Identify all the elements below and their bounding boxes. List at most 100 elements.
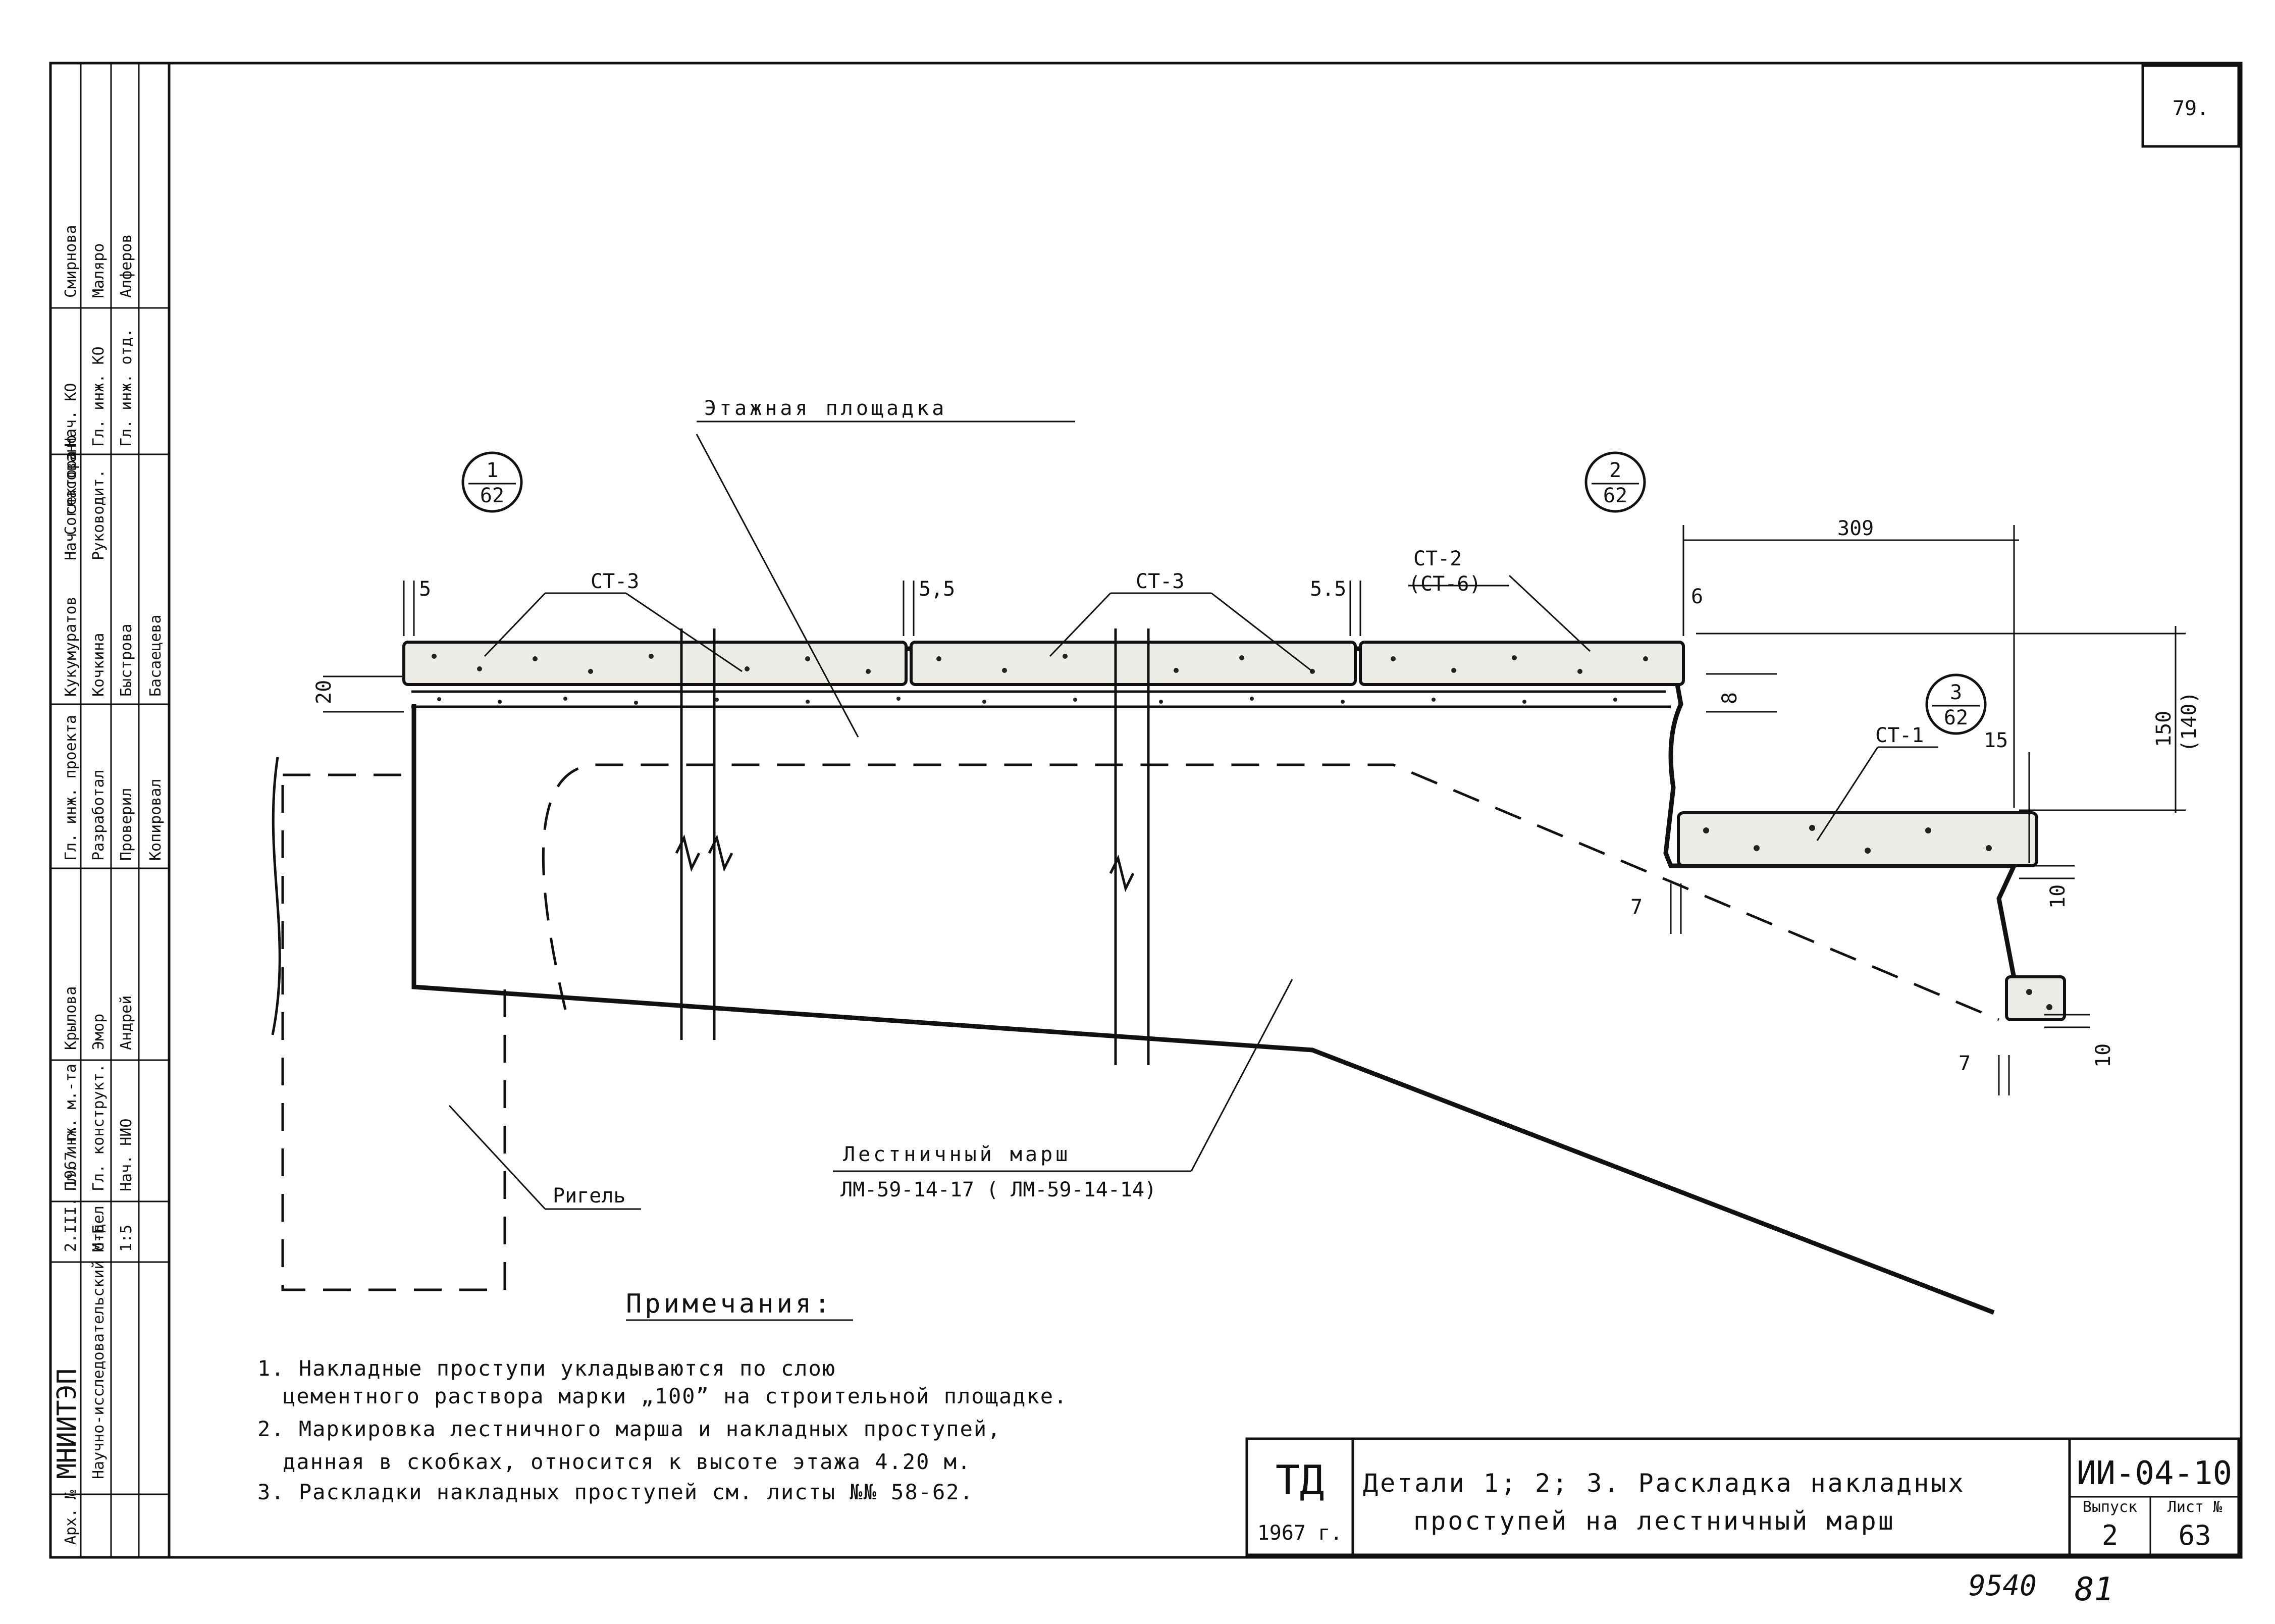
- sidebar-role: Гл. инж. м.-та: [62, 1064, 80, 1191]
- callout-1: 1 62: [461, 451, 523, 513]
- note-line: данная в скобках, относится к высоте эта…: [283, 1449, 971, 1474]
- sidebar-role: Согласовано: [62, 435, 80, 535]
- tread-lower: [2005, 975, 2066, 1021]
- dim-140: (140): [2178, 692, 2201, 752]
- note-line: 2. Маркировка лестничного марша и наклад…: [257, 1417, 1001, 1441]
- title-line-2: проступей на лестничный марш: [1413, 1506, 1895, 1536]
- tread-ct3-right: [910, 641, 1357, 686]
- title-block: ТД 1967 г. Детали 1; 2; 3. Раскладка нак…: [1245, 1437, 2240, 1556]
- sidebar-date: 2.III. 1967 г.: [62, 1124, 80, 1252]
- sheet-value: 63: [2178, 1520, 2211, 1551]
- dim-10b: 10: [2092, 1043, 2115, 1068]
- tread-label-ct1: СТ-1: [1875, 724, 1924, 747]
- callout-2-bottom: 62: [1603, 484, 1627, 507]
- dim-20: 20: [312, 680, 336, 704]
- title-line-1: Детали 1; 2; 3. Раскладка накладных: [1363, 1469, 1966, 1498]
- stair-section-drawing: 1 62 2 62 3 62 Этажная площадка Лестничн…: [271, 397, 2201, 1315]
- sidebar-name: Кочкина: [90, 633, 108, 697]
- break-columns: [675, 628, 1150, 1065]
- dim-5-5: 5,5: [919, 578, 955, 601]
- leader-lines: [448, 421, 1938, 1210]
- note-line: цементного раствора марки „100” на строи…: [283, 1384, 1068, 1408]
- sidebar-role: Разработал: [90, 769, 108, 861]
- callout-3-top: 3: [1950, 681, 1962, 704]
- girder-outline: [281, 773, 506, 1291]
- sidebar-arch-no: Арх. №: [62, 1490, 80, 1545]
- callout-3-bottom: 62: [1944, 706, 1968, 729]
- sidebar-role: Нач. НИО: [118, 1119, 135, 1192]
- dim-5: 5: [419, 578, 431, 601]
- dim-8: 8: [1718, 692, 1741, 704]
- callout-2-top: 2: [1609, 459, 1621, 482]
- dim-10a: 10: [2046, 884, 2070, 909]
- sidebar-name: Быстрова: [118, 624, 135, 697]
- callout-1-top: 1: [486, 459, 498, 482]
- tread-label-ct2: СТ-2: [1413, 547, 1462, 570]
- sidebar-name: Крылова: [62, 986, 80, 1050]
- sidebar-name: Эмор: [90, 1014, 108, 1050]
- sidebar-name: Смирнова: [62, 225, 80, 298]
- sidebar-name: Алферов: [118, 234, 135, 298]
- sidebar-name: Кукумуратов: [62, 596, 80, 697]
- callout-1-bottom: 62: [480, 484, 504, 507]
- landing-slab: [409, 646, 2050, 1010]
- sidebar-name: Андрей: [118, 996, 135, 1050]
- td-mark: ТД: [1276, 1457, 1324, 1504]
- page-number: 79.: [2173, 97, 2209, 120]
- tread-label-ct3-a: СТ-3: [591, 570, 639, 593]
- notes-heading: Примечания:: [626, 1289, 833, 1319]
- sheet-label: Лист №: [2167, 1498, 2222, 1516]
- tread-ct3-left: [402, 641, 908, 686]
- tread-ct1: [1677, 811, 2038, 867]
- flight-marks: ЛМ-59-14-17 ( ЛМ-59-14-14): [840, 1178, 1156, 1201]
- note-line: 3. Раскладки накладных проступей см. лис…: [257, 1480, 974, 1504]
- sidebar-role: Нач. сектора: [62, 451, 80, 560]
- tread-label-ct6: (СТ-6): [1408, 572, 1482, 596]
- dimension-lines: [323, 525, 2186, 1095]
- outer-frame: [49, 62, 2243, 1559]
- dim-309: 309: [1837, 517, 1874, 540]
- callout-2: 2 62: [1584, 451, 1646, 513]
- tread-ct2: [1359, 641, 1685, 686]
- page-number-box: 79.: [2141, 64, 2240, 148]
- dim-5-5b: 5.5: [1310, 578, 1346, 601]
- sidebar-name: Басаецева: [147, 614, 165, 697]
- sidebar-role: Гл. инж. КО: [90, 346, 108, 447]
- plaster-dots: [437, 697, 1617, 705]
- callout-3: 3 62: [1925, 673, 1987, 735]
- concrete-aggregate: [432, 654, 2052, 1010]
- td-year: 1967 г.: [1257, 1522, 1343, 1545]
- sidebar-sheet-m: М-Б: [90, 1225, 108, 1252]
- sidebar-role: Копировал: [147, 778, 165, 861]
- dim-7b: 7: [1959, 1052, 1971, 1075]
- issue-label: Выпуск: [2083, 1498, 2137, 1516]
- sidebar-role: Гл. конструкт.: [90, 1064, 108, 1191]
- sidebar-role: Руководит.: [90, 469, 108, 560]
- sidebar-org: МНИИТЭП: [52, 1369, 82, 1479]
- notes-block: Примечания: 1. Накладные проступи уклады…: [257, 1289, 1068, 1504]
- tread-label-ct3-b: СТ-3: [1136, 570, 1184, 593]
- flight-label: Лестничный марш: [843, 1143, 1071, 1166]
- sidebar-role: Гл. инж. отд.: [118, 328, 135, 447]
- dim-7a: 7: [1630, 896, 1643, 919]
- issue-value: 2: [2102, 1520, 2119, 1551]
- sidebar-title-block: МНИИТЭП Научно-исследовательский отдел А…: [50, 63, 169, 1557]
- dim-6: 6: [1691, 585, 1703, 608]
- sidebar-role: Гл. инж. проекта: [62, 715, 80, 861]
- sidebar-org-sub: Научно-исследовательский отдел: [90, 1206, 108, 1479]
- landing-bottom-edge: [411, 704, 1995, 1315]
- sidebar-name: Маляро: [90, 243, 108, 298]
- note-line: 1. Накладные проступи укладываются по сл…: [257, 1356, 836, 1381]
- dim-15: 15: [1984, 729, 2008, 752]
- dashed-stringer: [542, 763, 1999, 1021]
- sidebar-role: Проверил: [118, 788, 135, 861]
- doc-code: ИИ-04-10: [2077, 1455, 2232, 1492]
- girder-label: Ригель: [553, 1184, 626, 1208]
- sidebar-role: Нач. КО: [62, 383, 80, 447]
- sidebar-scale: 1:5: [118, 1225, 135, 1252]
- footer-number: 9540: [1969, 1569, 2037, 1602]
- floor-landing-label: Этажная площадка: [704, 397, 947, 420]
- dim-150: 150: [2152, 711, 2176, 747]
- footer-extra: 81: [2075, 1571, 2113, 1608]
